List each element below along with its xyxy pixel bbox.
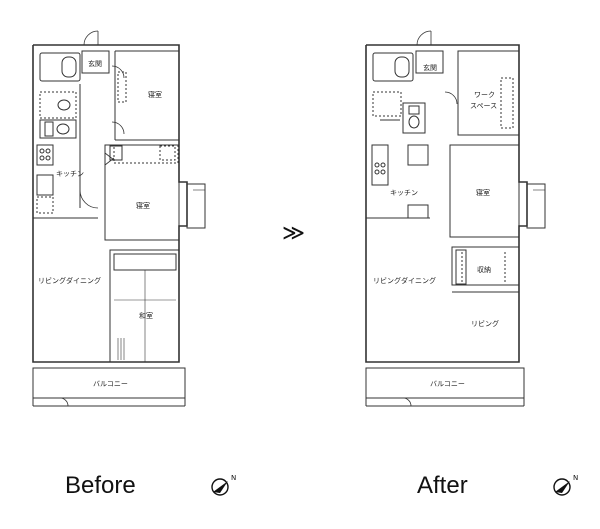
before-caption: Before	[65, 472, 136, 499]
before-balcony-label: バルコニー	[93, 380, 128, 388]
after-living-label: リビング	[471, 319, 499, 328]
svg-text:N: N	[573, 474, 578, 482]
before-living-label: リビングダイニング	[38, 276, 101, 285]
after-balcony-label: バルコニー	[430, 380, 465, 388]
after-bedroom-label: 寝室	[476, 188, 490, 197]
after-work-space-label-1: ワーク	[474, 91, 495, 99]
before-entrance-label: 玄関	[88, 59, 102, 68]
after-entrance-label: 玄関	[423, 63, 437, 72]
after-living-dining-label: リビングダイニング	[373, 276, 436, 285]
before-floorplan	[32, 30, 206, 407]
before-washitsu-label: 和室	[139, 311, 153, 320]
after-kitchen-label: キッチン	[390, 189, 418, 197]
after-storage-label: 収納	[477, 265, 491, 274]
before-kitchen-label: キッチン	[56, 170, 84, 178]
after-caption: After	[417, 472, 468, 499]
transition-arrow: ≫	[282, 220, 306, 245]
after-work-space-label-2: スペース	[470, 102, 497, 110]
north-compass-icon: N	[553, 474, 578, 496]
north-compass-icon: N	[211, 474, 236, 496]
before-bedroom1-label: 寝室	[148, 90, 162, 99]
svg-text:N: N	[231, 474, 236, 482]
after-floorplan	[365, 30, 546, 407]
before-bedroom2-label: 寝室	[136, 201, 150, 210]
